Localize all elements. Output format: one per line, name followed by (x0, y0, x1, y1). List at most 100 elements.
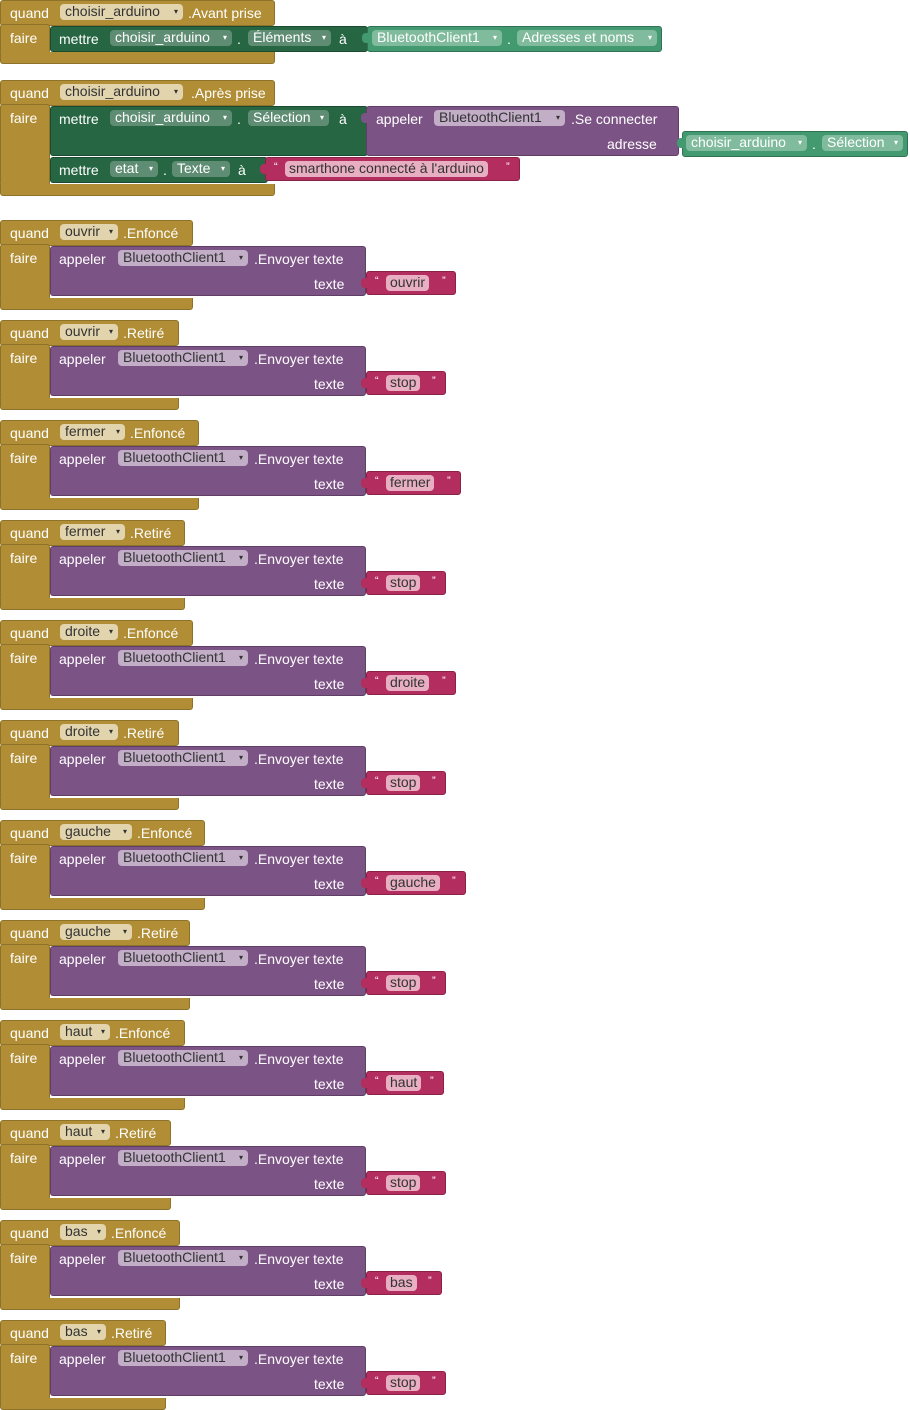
component-dropdown[interactable]: choisir_arduino▾ (110, 30, 232, 46)
when-keyword: quand (10, 85, 49, 101)
do-keyword: faire (10, 30, 38, 46)
event-block-tail (0, 1398, 166, 1410)
component-dropdown[interactable]: gauche▾ (60, 824, 132, 840)
event-block-tail (0, 998, 190, 1010)
do-keyword: faire (10, 550, 38, 566)
chevron-down-icon: ▾ (238, 553, 243, 562)
event-block-body (0, 744, 50, 800)
component-dropdown-value: droite (65, 723, 101, 739)
text-literal-block-value[interactable]: smarthone connecté à l'arduino (285, 161, 488, 177)
component-dropdown-value: BluetoothClient1 (123, 1149, 226, 1165)
property-dropdown[interactable]: Sélection▾ (822, 135, 903, 151)
call-keyword: appeler (59, 251, 106, 267)
component-dropdown[interactable]: BluetoothClient1▾ (118, 450, 248, 466)
property-dropdown[interactable]: Éléments▾ (248, 30, 331, 46)
component-dropdown[interactable]: BluetoothClient1▾ (118, 1150, 248, 1166)
call-keyword: appeler (59, 651, 106, 667)
text-literal-block-value[interactable]: haut (386, 1075, 422, 1091)
component-dropdown[interactable]: haut▾ (60, 1124, 110, 1140)
text-literal-block-value[interactable]: stop (386, 1375, 421, 1391)
close-quote: ” (432, 975, 436, 987)
event-block-tail (0, 1298, 180, 1310)
component-dropdown[interactable]: ouvrir▾ (60, 224, 118, 240)
call-connect-block[interactable] (366, 106, 679, 156)
component-dropdown[interactable]: etat▾ (110, 161, 158, 177)
text-literal-block-value[interactable]: stop (386, 775, 421, 791)
component-dropdown-value: BluetoothClient1 (123, 349, 226, 365)
component-dropdown[interactable]: BluetoothClient1▾ (118, 350, 248, 366)
component-dropdown[interactable]: BluetoothClient1▾ (434, 110, 565, 126)
component-dropdown-value: BluetoothClient1 (123, 1049, 226, 1065)
component-dropdown[interactable]: haut▾ (60, 1024, 110, 1040)
method-name: .Envoyer texte (254, 1351, 344, 1367)
component-dropdown[interactable]: droite▾ (60, 624, 118, 640)
event-name: .Retiré (111, 1325, 153, 1341)
component-dropdown[interactable]: BluetoothClient1▾ (118, 250, 248, 266)
component-dropdown[interactable]: fermer▾ (60, 424, 125, 440)
component-dropdown[interactable]: gauche▾ (60, 924, 132, 940)
component-dropdown-value: BluetoothClient1 (123, 949, 226, 965)
text-literal-block-value[interactable]: stop (386, 575, 421, 591)
open-quote: “ (375, 275, 379, 287)
text-literal-block-value[interactable]: stop (386, 975, 421, 991)
method-name: .Envoyer texte (254, 1151, 344, 1167)
chevron-down-icon: ▾ (238, 753, 243, 762)
property-dropdown[interactable]: Adresses et noms▾ (517, 30, 657, 46)
close-quote: ” (428, 1275, 432, 1287)
text-literal-block-value[interactable]: bas (386, 1275, 417, 1291)
component-dropdown[interactable]: BluetoothClient1▾ (118, 650, 248, 666)
method-name: .Envoyer texte (254, 651, 344, 667)
component-dropdown[interactable]: BluetoothClient1▾ (118, 950, 248, 966)
property-dropdown[interactable]: Sélection▾ (248, 110, 329, 126)
property-dropdown-value: Texte (177, 160, 211, 176)
event-block-body (0, 944, 50, 1000)
component-dropdown[interactable]: BluetoothClient1 ▾ (118, 550, 248, 566)
component-dropdown[interactable]: choisir_arduino▾ (60, 84, 183, 100)
component-dropdown-value: choisir_arduino (115, 109, 210, 125)
component-dropdown[interactable]: ouvrir▾ (60, 324, 118, 340)
event-name: .Retiré (123, 325, 165, 341)
open-quote: “ (375, 1175, 379, 1187)
event-block-tail (0, 1098, 185, 1110)
component-dropdown-value: gauche (65, 923, 111, 939)
component-dropdown[interactable]: bas▾ (60, 1324, 106, 1340)
event-block-body (0, 344, 50, 400)
text-literal-block-value[interactable]: fermer (386, 475, 435, 491)
property-dropdown[interactable]: Texte ▾ (172, 161, 230, 177)
component-dropdown[interactable]: choisir_arduino▾ (60, 4, 183, 20)
component-dropdown[interactable]: BluetoothClient1▾ (118, 750, 248, 766)
component-dropdown[interactable]: BluetoothClient1▾ (372, 30, 502, 46)
component-dropdown[interactable]: fermer▾ (60, 524, 125, 540)
text-literal-block-value[interactable]: stop (386, 1175, 421, 1191)
component-dropdown-value: haut (65, 1123, 93, 1139)
component-dropdown-value: BluetoothClient1 (123, 549, 226, 565)
component-dropdown[interactable]: BluetoothClient1▾ (118, 1250, 248, 1266)
chevron-down-icon: ▾ (96, 1227, 101, 1236)
text-literal-block-value[interactable]: stop (386, 375, 421, 391)
method-name: .Envoyer texte (254, 1251, 344, 1267)
component-dropdown[interactable]: bas▾ (60, 1224, 106, 1240)
text-param-label: texte (314, 376, 345, 392)
event-name: .Après prise (191, 85, 266, 101)
event-name: .Enfoncé (137, 825, 193, 841)
text-literal-block-value[interactable]: gauche (386, 875, 440, 891)
component-dropdown[interactable]: choisir_arduino▾ (110, 110, 232, 126)
chevron-down-icon: ▾ (108, 227, 113, 236)
component-dropdown[interactable]: BluetoothClient1▾ (118, 850, 248, 866)
method-name: .Envoyer texte (254, 851, 344, 867)
chevron-down-icon: ▾ (108, 327, 113, 336)
component-dropdown[interactable]: BluetoothClient1▾ (118, 1350, 248, 1366)
component-dropdown[interactable]: droite▾ (60, 724, 118, 740)
text-param-label: texte (314, 1176, 345, 1192)
text-literal-block-value[interactable]: ouvrir (386, 275, 430, 291)
dot: . (163, 162, 167, 178)
component-dropdown-value: etat (115, 160, 139, 176)
text-literal-block-value[interactable]: droite (386, 675, 430, 691)
connector-tab (260, 164, 266, 174)
chevron-down-icon: ▾ (220, 164, 225, 173)
connector-tab (361, 278, 367, 288)
component-dropdown[interactable]: BluetoothClient1▾ (118, 1050, 248, 1066)
component-dropdown[interactable]: choisir_arduino▾ (686, 135, 807, 151)
when-keyword: quand (10, 1125, 49, 1141)
open-quote: “ (375, 375, 379, 387)
